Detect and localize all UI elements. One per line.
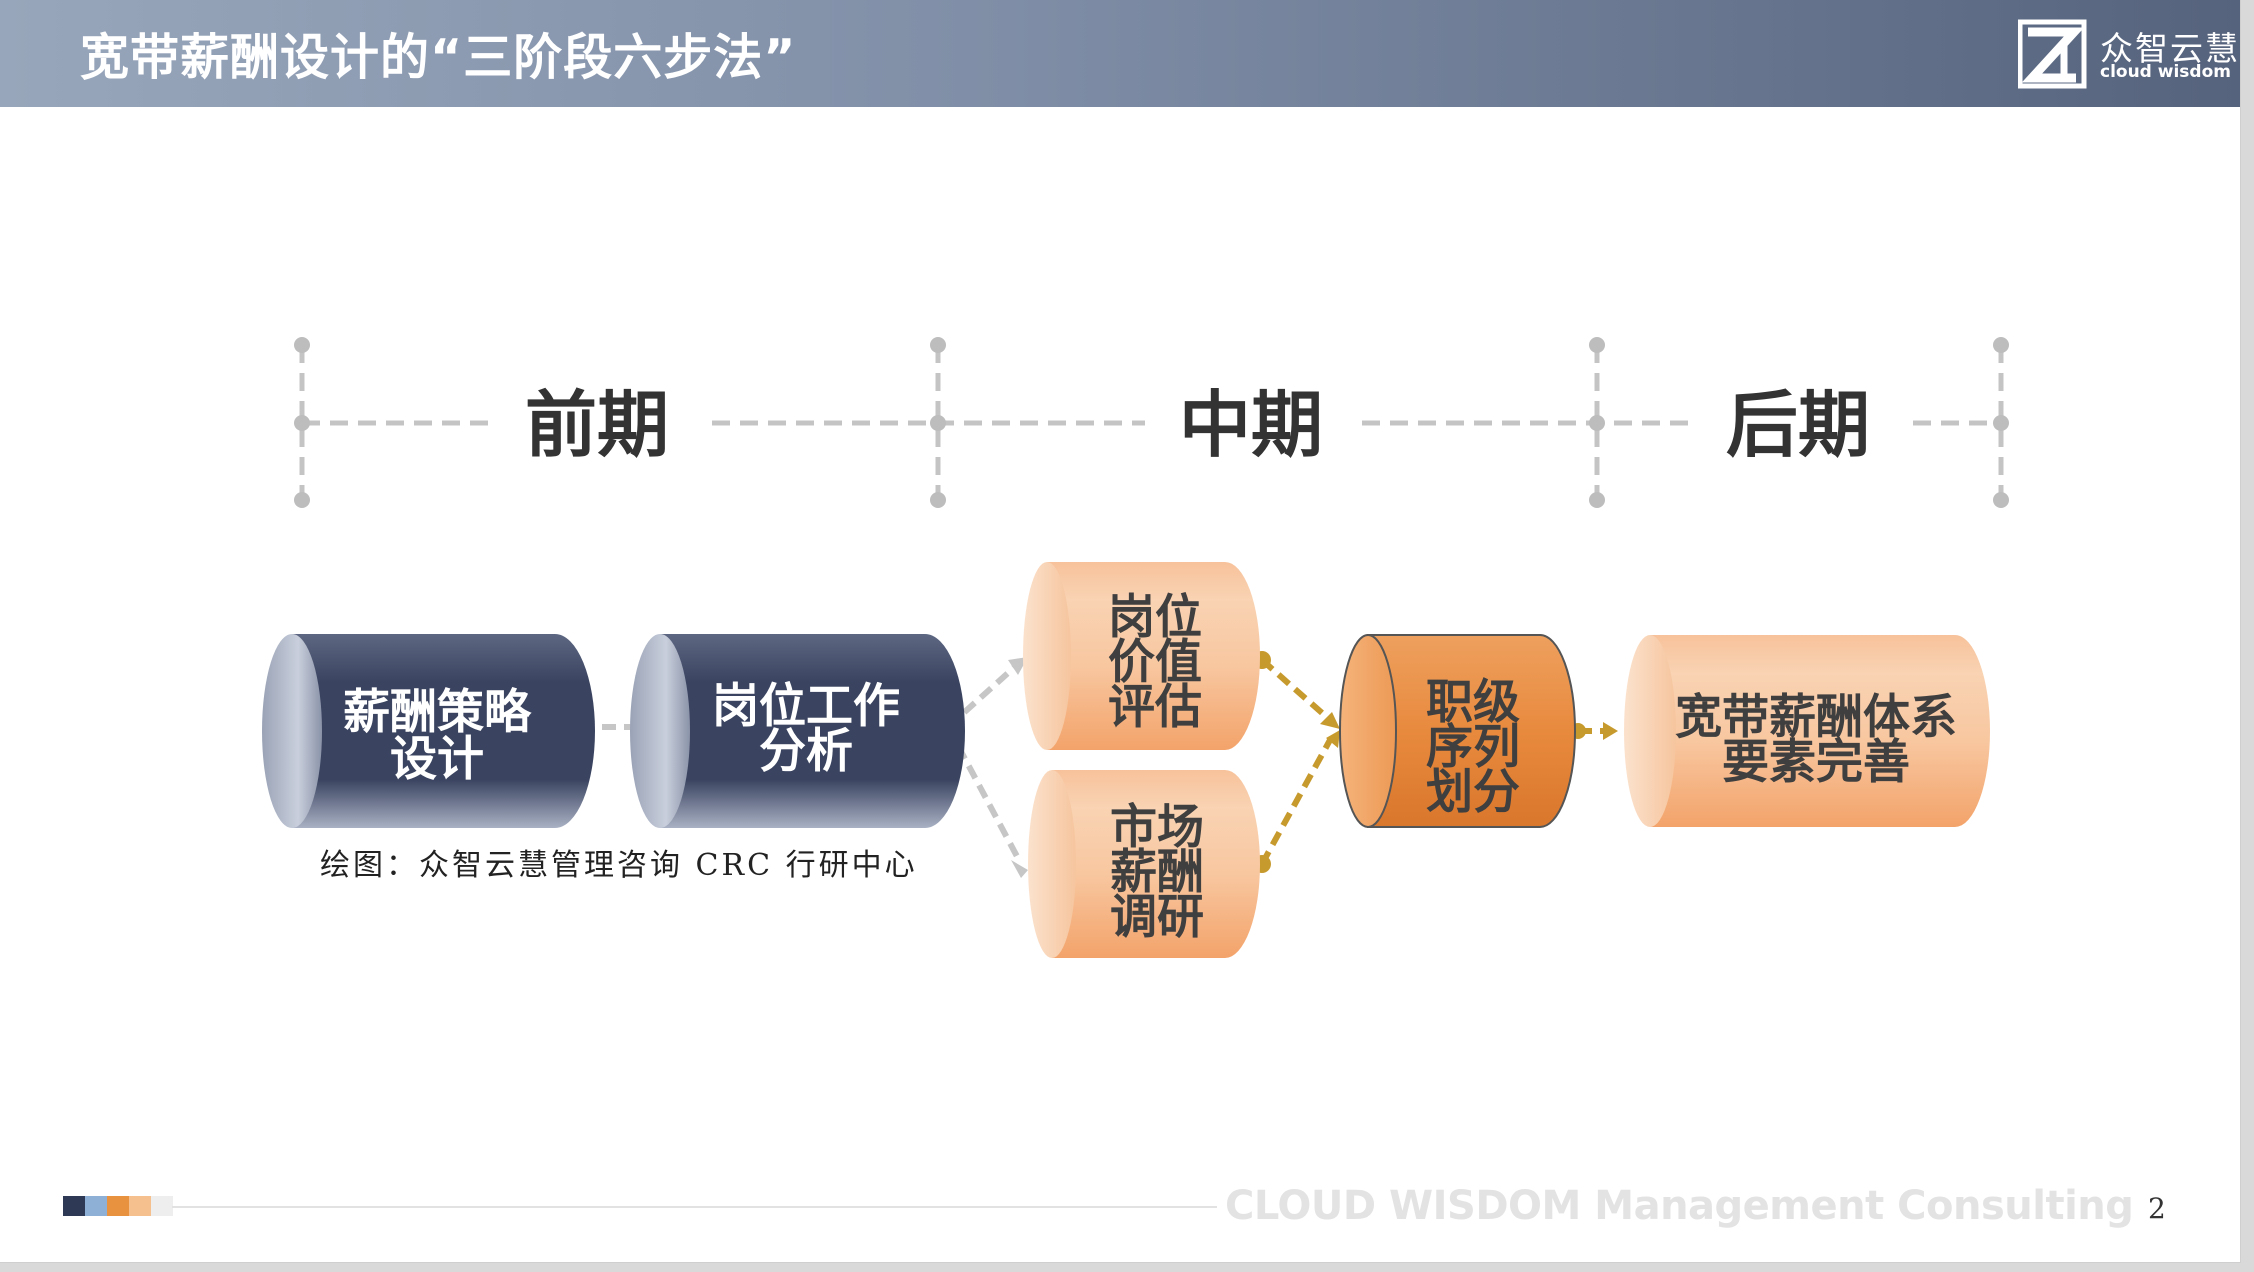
footer-square — [107, 1196, 129, 1216]
slide-title: 宽带薪酬设计的“三阶段六步法” — [80, 29, 797, 86]
step-label-line: 岗位工作 — [712, 679, 900, 734]
phase-label: 后期 — [1726, 383, 1870, 467]
step-label-line: 分析 — [759, 724, 853, 779]
header-bar: 宽带薪酬设计的“三阶段六步法” 众智云慧 cloud wisdom — [0, 0, 2240, 107]
step-label-line: 市场 — [1110, 800, 1204, 855]
step-label-line: 职级 — [1426, 675, 1520, 730]
footer-square — [85, 1196, 107, 1216]
timeline: 前期 中期 后期 — [294, 337, 2009, 508]
footer-square — [63, 1196, 85, 1216]
company-logo: 众智云慧 cloud wisdom — [2017, 18, 2238, 90]
phase-label: 前期 — [525, 383, 669, 467]
step-label-line: 岗位 — [1108, 590, 1202, 645]
step-cylinder-2: 岗位工作 分析 — [630, 634, 965, 828]
logo-subtitle: cloud wisdom — [2100, 62, 2231, 82]
step-label-line: 划分 — [1426, 765, 1520, 820]
step-label-line: 薪酬策略 — [343, 685, 532, 740]
footer-brand: CLOUD WISDOM Management Consulting — [1225, 1183, 2134, 1229]
step-label-line: 设计 — [390, 732, 484, 787]
step-label-line: 薪酬 — [1110, 845, 1204, 900]
logo-mark-icon — [2017, 19, 2087, 89]
step-cylinder-5: 职级 序列 划分 — [1339, 634, 1576, 828]
figure-credit: 绘图：众智云慧管理咨询 CRC 行研中心 — [320, 848, 918, 883]
phase-label: 中期 — [1179, 383, 1323, 467]
footer-divider — [172, 1206, 1217, 1208]
step-cylinder-4: 市场 薪酬 调研 — [1028, 770, 1260, 958]
step-label-line: 要素完善 — [1722, 735, 1910, 790]
step-label-line: 序列 — [1426, 720, 1520, 775]
step-label-line: 宽带薪酬体系 — [1675, 690, 1957, 745]
step-label-line: 评估 — [1108, 680, 1202, 735]
footer-square — [129, 1196, 151, 1216]
step-cylinder-3: 岗位 价值 评估 — [1023, 562, 1260, 750]
step-label-line: 调研 — [1110, 890, 1204, 945]
page-number: 2 — [2148, 1192, 2166, 1225]
step-cylinder-6: 宽带薪酬体系 要素完善 — [1624, 635, 1990, 827]
step-cylinder-1: 薪酬策略 设计 — [262, 634, 595, 828]
logo-name: 众智云慧 — [2100, 29, 2240, 68]
step-label-line: 价值 — [1108, 635, 1202, 690]
footer-square — [151, 1196, 173, 1216]
